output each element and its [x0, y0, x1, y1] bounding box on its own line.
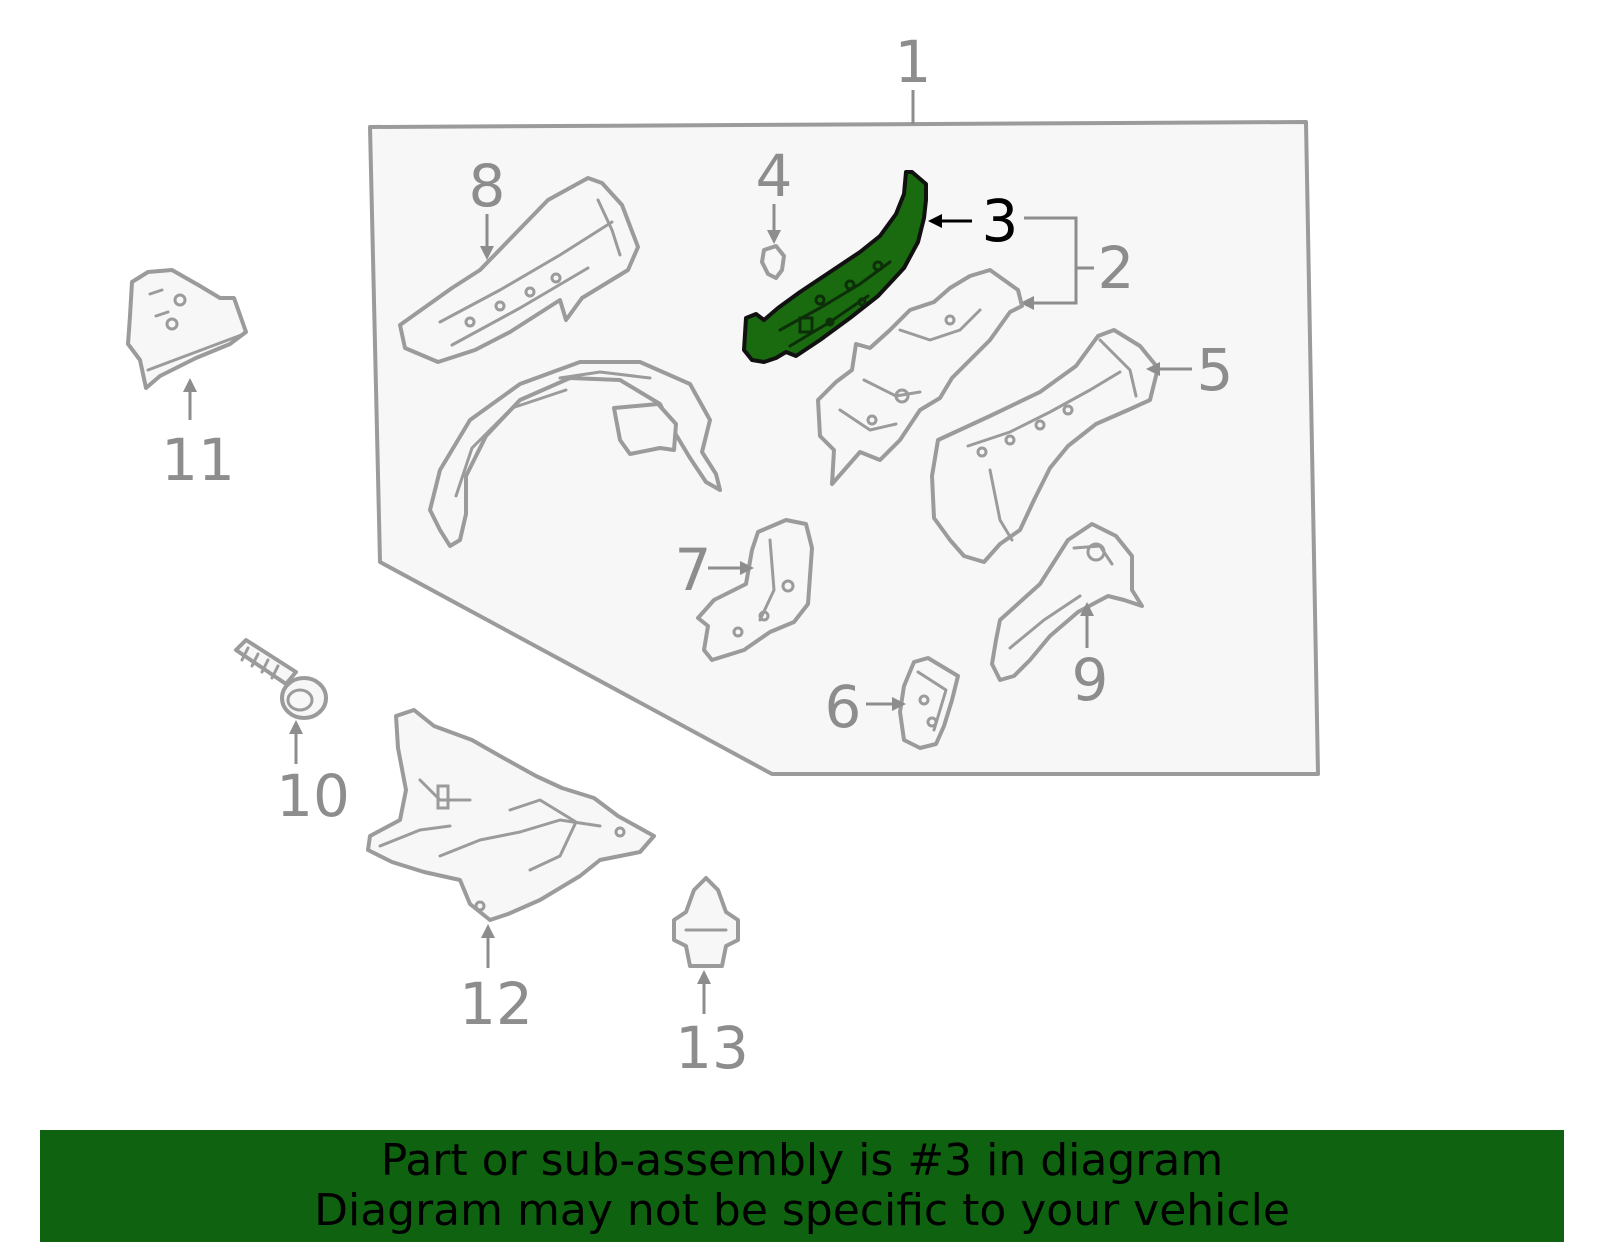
arrowhead-13	[697, 970, 711, 984]
callout-8[interactable]: 8	[469, 152, 506, 220]
callout-6[interactable]: 6	[825, 673, 862, 741]
arrowhead-9	[1080, 602, 1094, 616]
part-8-upper-rail[interactable]	[398, 176, 640, 364]
callout-7[interactable]: 7	[675, 536, 712, 604]
arrowhead-6	[892, 697, 906, 711]
part-10-bolt[interactable]	[234, 638, 328, 720]
callout-10[interactable]: 10	[276, 762, 350, 830]
callout-11[interactable]: 11	[161, 426, 235, 494]
wheel-arch-panel	[428, 360, 722, 548]
bracket-2	[1024, 216, 1078, 305]
part-7-bracket[interactable]	[696, 518, 814, 662]
part-13-push-clip[interactable]	[672, 876, 740, 968]
callout-5[interactable]: 5	[1197, 336, 1234, 404]
arrowhead-7	[740, 561, 754, 575]
part-12-floor-panel[interactable]	[366, 708, 656, 922]
arrowhead-8	[480, 246, 494, 260]
part-2-bracket-assembly[interactable]	[816, 268, 1024, 486]
part-5-right-rail[interactable]	[930, 328, 1160, 564]
arrowhead-3	[928, 214, 942, 228]
arrowhead-12	[481, 924, 495, 938]
arrowhead-4	[767, 230, 781, 244]
callout-1[interactable]: 1	[895, 28, 932, 96]
part-11-plate[interactable]	[126, 268, 248, 390]
banner-text-part-note: Part or sub-assembly is #3 in diagram	[380, 1135, 1224, 1186]
callout-13[interactable]: 13	[675, 1014, 749, 1082]
part-9-arch-bracket[interactable]	[990, 522, 1144, 682]
callout-4[interactable]: 4	[756, 142, 793, 210]
part-4-clip[interactable]	[760, 244, 786, 280]
arrowhead-10	[289, 720, 303, 734]
arrowhead-11	[183, 378, 197, 392]
parts-diagram: 1 8 4 3 2	[126, 28, 1320, 1082]
arrowhead-2	[1020, 296, 1034, 310]
banner-text-disclaimer: Diagram may not be specific to your vehi…	[314, 1185, 1290, 1236]
callout-12[interactable]: 12	[459, 970, 533, 1038]
part-3-highlighted[interactable]	[742, 170, 928, 364]
arrowhead-5	[1146, 362, 1160, 376]
callout-9[interactable]: 9	[1072, 646, 1109, 714]
callout-2[interactable]: 2	[1098, 234, 1135, 302]
callout-3[interactable]: 3	[982, 187, 1019, 255]
info-banner: Part or sub-assembly is #3 in diagram Di…	[40, 1130, 1564, 1242]
